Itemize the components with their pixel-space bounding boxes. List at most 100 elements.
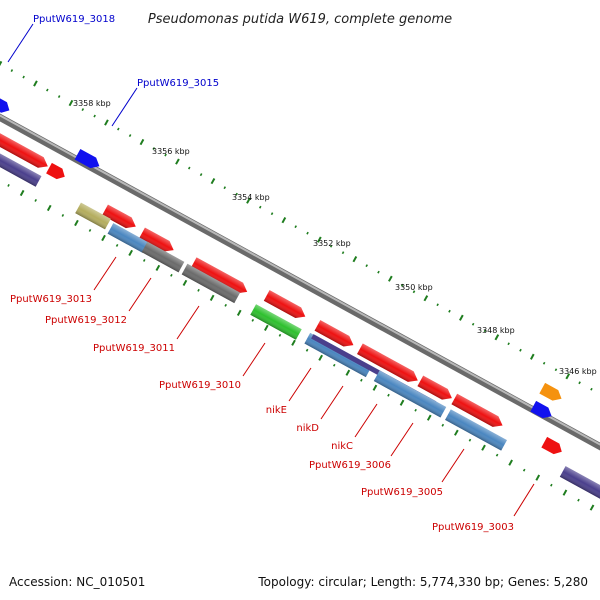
bottom-gene-labels: PputW619_3013 PputW619_3012 PputW619_301… [10,256,535,533]
major-tick [104,119,109,126]
gene-label[interactable]: PputW619_3005 [361,487,443,498]
accession-text: Accession: NC_010501 [9,575,145,589]
scale-labels: 3358 kbp 3356 kbp 3354 kbp 3352 kbp 3350… [73,99,597,376]
major-tick [246,197,251,204]
major-tick [19,189,25,197]
major-tick [565,373,571,380]
minor-tick [88,229,92,232]
gene-block-PputW619_3003[interactable] [559,466,600,504]
gene-arrow-blue[interactable] [0,94,12,116]
major-tick [46,204,52,212]
gene-label[interactable]: nikE [266,405,287,416]
major-tick [182,279,188,286]
gene-block-PputW619_3005[interactable] [445,409,507,451]
major-tick [459,314,464,321]
gene-label[interactable]: PputW619_3006 [309,460,391,471]
major-tick [209,294,215,301]
gene-arrow[interactable] [541,436,564,457]
major-tick [535,474,541,481]
major-tick [175,158,180,165]
minor-tick [278,333,282,337]
minor-tick [495,453,499,457]
gene-arrow[interactable] [139,227,176,256]
gene-block-navy[interactable] [0,147,42,187]
kbp-label: 3348 kbp [477,326,515,335]
major-tick [74,219,79,227]
gene-label[interactable]: PputW619_3011 [93,343,175,354]
gene-label[interactable]: PputW619_3010 [159,380,241,391]
minor-tick [197,288,200,292]
minor-tick [117,127,120,131]
minor-tick [360,378,363,382]
gene-label[interactable]: PputW619_3015 [137,78,219,89]
gene-arrow[interactable] [314,320,357,350]
gene-label[interactable]: PputW619_3018 [33,14,115,25]
minor-tick [387,393,390,397]
major-tick [317,236,322,243]
gene-arrow[interactable] [263,290,308,322]
major-tick [508,459,513,466]
minor-tick [507,342,510,346]
gene-arrow[interactable] [417,375,454,404]
gene-arrow-orange[interactable] [539,382,564,404]
minor-tick [522,468,526,472]
minor-tick [164,153,167,157]
minor-tick [22,75,25,79]
minor-tick [199,173,203,177]
minor-tick [152,147,156,150]
gene-label[interactable]: nikD [296,423,319,434]
kbp-label: 3352 kbp [313,239,351,248]
inner-ticks [7,184,595,511]
major-tick [454,429,459,436]
minor-tick [554,368,558,372]
kbp-label: 3346 kbp [559,367,597,376]
minor-tick [329,244,333,248]
major-tick [318,354,323,361]
gene-label[interactable]: nikC [331,441,353,452]
gene-block-PputW619_3013[interactable] [75,202,111,230]
gene-arrow-blue[interactable] [530,400,554,422]
gene-block-PputW619_3012[interactable] [107,223,149,253]
gene-block-PputW619_3011b[interactable] [181,263,241,304]
gene-label[interactable]: PputW619_3003 [432,522,514,533]
kbp-label: 3350 kbp [395,283,433,292]
gene-arrow[interactable] [451,393,505,431]
major-tick [481,444,486,451]
gene-block-PputW619_3011a[interactable] [141,241,185,273]
minor-tick [7,184,10,187]
topology-text: Topology: circular; Length: 5,774,330 bp… [257,575,588,589]
kbp-label: 3356 kbp [152,147,190,156]
minor-tick [468,438,472,442]
minor-tick [550,483,553,487]
minor-tick [142,259,146,262]
minor-tick [471,322,475,326]
gene-label[interactable]: PputW619_3012 [45,315,127,326]
gene-arrow[interactable] [190,257,250,297]
minor-tick [81,108,85,111]
gene-label[interactable]: PputW619_3013 [10,294,92,305]
minor-tick [10,69,14,72]
minor-tick [305,348,309,352]
gene-arrow[interactable] [46,162,68,182]
gene-block-PputW619_3010[interactable] [250,304,302,340]
major-tick [101,234,106,242]
minor-tick [441,423,445,427]
major-tick [210,178,216,185]
minor-tick [235,192,238,196]
major-tick [236,309,242,316]
minor-tick [93,114,96,118]
gene-arrow[interactable] [102,204,138,232]
gene-arrow[interactable] [357,343,421,386]
kbp-label: 3354 kbp [232,193,270,202]
major-tick [139,138,145,146]
scale-ticks [0,60,593,391]
minor-tick [377,270,380,274]
gene-block-nikC[interactable] [373,370,447,418]
major-tick [281,217,287,224]
major-tick [530,353,535,360]
gene-arrow-PputW619_3015[interactable] [74,148,103,172]
gene-arrow[interactable] [0,129,51,171]
minor-tick [170,273,173,277]
minor-tick [270,212,274,216]
